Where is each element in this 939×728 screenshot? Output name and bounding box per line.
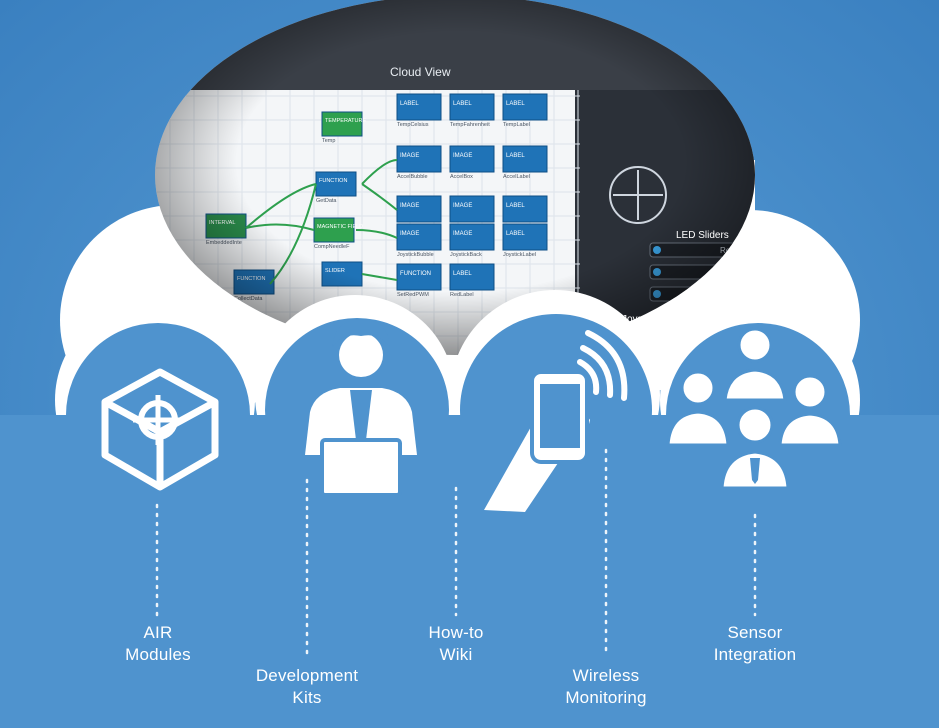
item-line1: How-to — [428, 623, 484, 642]
screen-title: Cloud View — [390, 65, 451, 79]
item-line1: Sensor — [727, 623, 783, 642]
item-line2: Wiki — [439, 645, 473, 664]
connector-lines — [155, 448, 757, 657]
phone-wireless-icon — [484, 330, 628, 512]
item-line2: Monitoring — [565, 688, 647, 707]
item-line1: AIR — [143, 623, 173, 642]
item-line1: Development — [255, 666, 359, 685]
item-how-to-wiki: How-to Wiki — [371, 622, 541, 666]
item-wireless-monitoring: Wireless Monitoring — [521, 665, 691, 709]
item-line2: Modules — [125, 645, 191, 664]
people-group-icon — [666, 327, 842, 490]
item-sensor-integration: Sensor Integration — [670, 622, 840, 666]
item-line2: Kits — [292, 688, 322, 707]
item-line2: Integration — [713, 645, 797, 664]
led-panel-title: LED Sliders — [676, 230, 729, 241]
laptop-person-icon — [305, 319, 417, 497]
joystick-label: Joystick — [622, 314, 659, 325]
item-line1: Wireless — [572, 666, 640, 685]
item-air-modules: AIR Modules — [73, 622, 243, 666]
item-development-kits: Development Kits — [222, 665, 392, 709]
app-screen: LABELTempCelsiusLABELTempFahrenheitLABEL… — [155, 0, 755, 355]
cube-wheel-icon — [101, 368, 219, 491]
